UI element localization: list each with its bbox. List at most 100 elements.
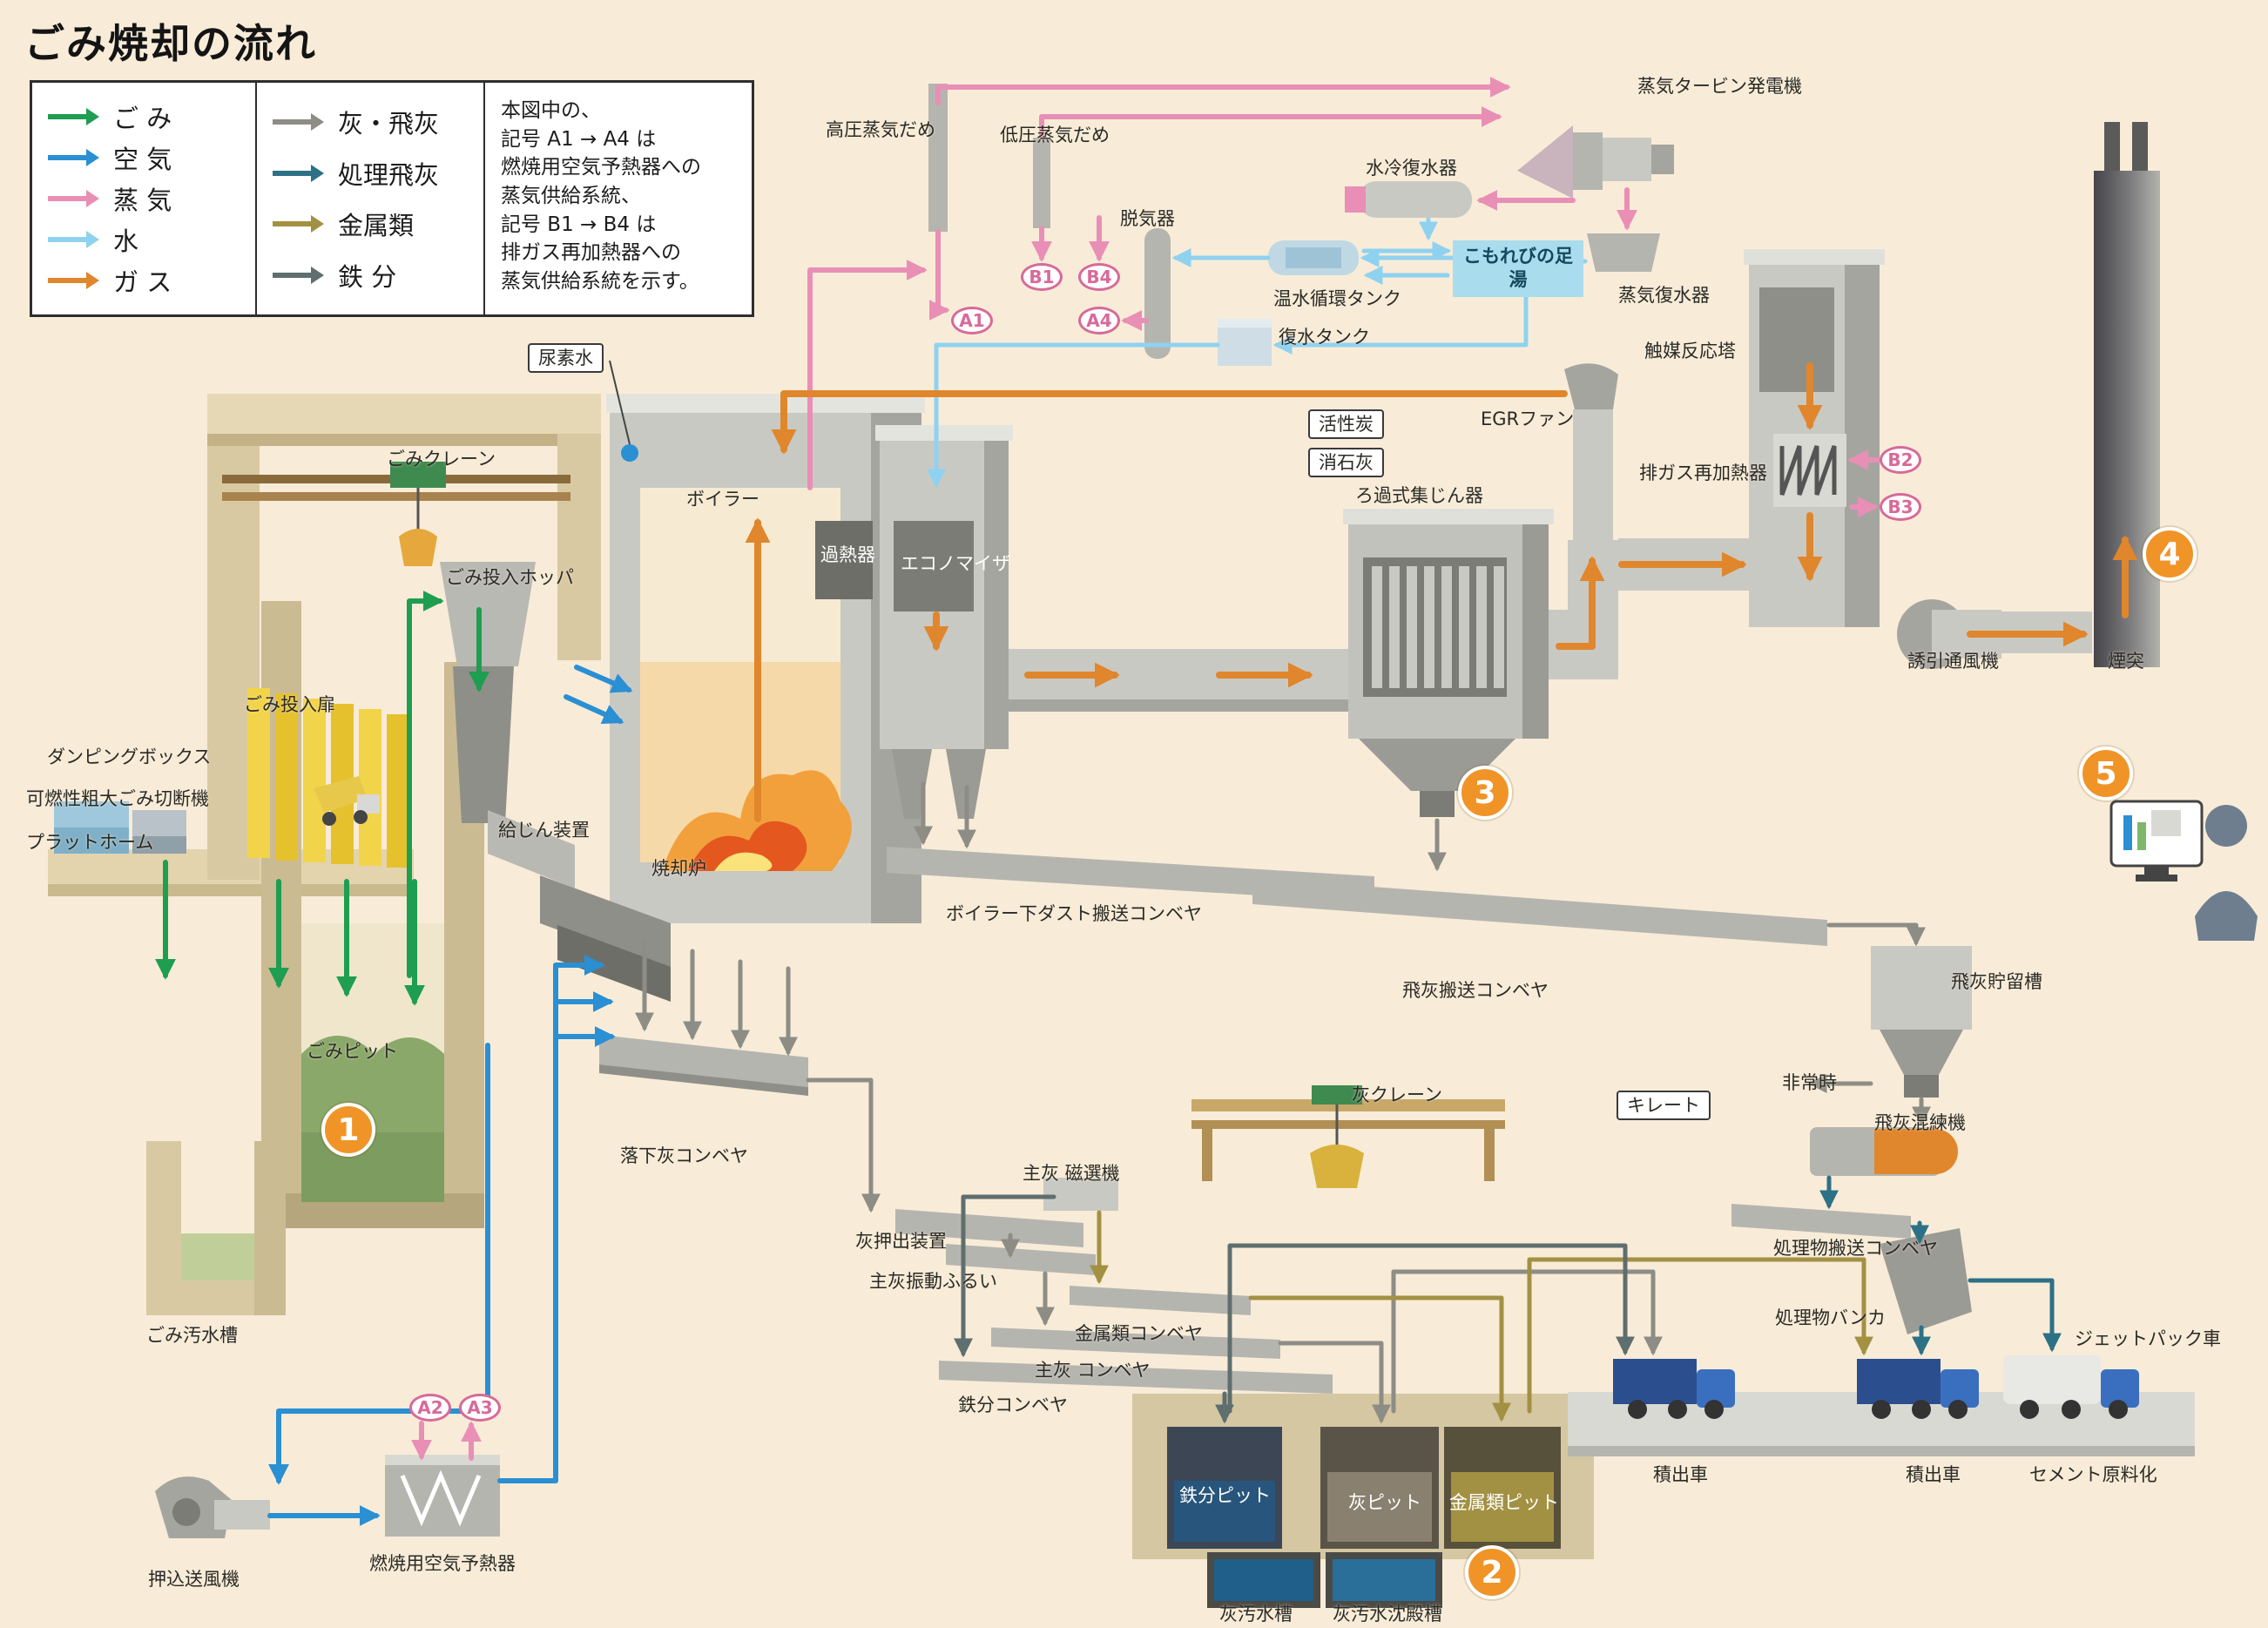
equipment-label-57: こもれびの足湯 (1453, 240, 1583, 297)
equipment-label-16: ごみ投入ホッパ (446, 567, 574, 588)
equipment-label-53: 尿素水 (528, 343, 604, 374)
legend-item-label: 灰・飛灰 (338, 109, 440, 139)
drop-ash-conveyor (599, 1035, 808, 1087)
flow-arrow-icon (48, 230, 99, 248)
dump-truck (314, 776, 380, 826)
equipment-label-43: 積出車 (1653, 1464, 1708, 1485)
equipment-label-23: 誘引通風機 (1907, 651, 1999, 672)
equipment-label-49: 押込送風機 (148, 1569, 240, 1590)
legend-col-2: 灰・飛灰処理飛灰金属類鉄 分 (257, 83, 485, 314)
magnetic-separator (1043, 1178, 1118, 1211)
steam-marker-A1: A1 (951, 307, 993, 334)
equipment-label-46: 鉄分ピット (1179, 1485, 1271, 1506)
equipment-label-54: 活性炭 (1308, 409, 1384, 440)
operator-person (2205, 805, 2247, 847)
chimney (2094, 122, 2160, 667)
water-cooled-condenser (1345, 181, 1472, 218)
equipment-label-30: 非常時 (1782, 1072, 1837, 1093)
legend-item-label: ご み (113, 104, 172, 134)
equipment-label-28: ごみピット (307, 1041, 398, 1062)
legend-note-line: 本図中の、 (501, 99, 601, 122)
metal-conveyor (1070, 1286, 1251, 1315)
equipment-label-51: 灰汚水槽 (1219, 1604, 1293, 1625)
equipment-label-19: 可燃性粗大ごみ切断機 (26, 788, 209, 809)
legend-item-label: 処理飛灰 (338, 159, 440, 190)
steam-marker-A3: A3 (459, 1394, 501, 1422)
steam-marker-B1: B1 (1021, 263, 1063, 291)
equipment-label-29: 落下灰コンベヤ (620, 1145, 748, 1166)
legend-col-1: ご み空 気蒸 気水ガ ス (32, 83, 257, 314)
equipment-label-37: 処理物バンカ (1775, 1307, 1887, 1328)
gas-reheater (1773, 434, 1846, 507)
equipment-label-15: エコノマイザ (901, 553, 1010, 574)
legend-item: 灰・飛灰 (273, 104, 468, 140)
flue-path (1009, 122, 2160, 817)
flow-lines (155, 77, 2138, 1526)
legend-item: 水 (48, 221, 240, 258)
step-badge-2: 2 (1465, 1545, 1519, 1599)
control-station (2109, 800, 2258, 941)
equipment-label-56: キレート (1617, 1091, 1711, 1121)
equipment-label-11: ろ過式集じん器 (1355, 485, 1483, 506)
equipment-label-5: 温水循環タンク (1273, 288, 1401, 309)
equipment-label-32: 灰クレーン (1352, 1084, 1442, 1105)
legend-note-line: 記号 B1 → B4 は (501, 213, 657, 236)
bottom-equipment (155, 800, 2258, 1608)
main-ash-conveyor (991, 1327, 1280, 1359)
equipment-label-33: 主灰 磁選機 (1023, 1163, 1120, 1184)
equipment-label-39: 金属類コンベヤ (1075, 1323, 1203, 1344)
treated-material-conveyor (1731, 1204, 1911, 1239)
equipment-label-42: 鉄分コンベヤ (958, 1395, 1068, 1415)
legend-item: 蒸 気 (48, 180, 240, 217)
equipment-label-38: ごみ汚水槽 (146, 1325, 238, 1346)
steam-condenser (1587, 233, 1660, 272)
steam-marker-A2: A2 (409, 1394, 451, 1422)
equipment-label-55: 消石灰 (1308, 448, 1384, 478)
equipment-label-0: 蒸気タービン発電機 (1637, 76, 1802, 97)
equipment-label-8: 触媒反応塔 (1644, 341, 1736, 361)
equipment-label-50: 燃焼用空気予熱器 (369, 1553, 516, 1574)
equipment-label-40: ジェットパック車 (2075, 1328, 2221, 1349)
legend-item-label: 蒸 気 (113, 185, 172, 215)
equipment-label-44: 積出車 (1906, 1464, 1961, 1485)
legend-item-label: 鉄 分 (338, 261, 397, 292)
legend-note-line: 燃焼用空気予熱器への (501, 156, 701, 179)
steam-system (928, 84, 1674, 409)
steam-marker-B4: B4 (1078, 263, 1120, 291)
input-hopper (440, 562, 536, 823)
equipment-label-12: ごみクレーン (387, 449, 496, 469)
page-title: ごみ焼却の流れ (24, 20, 317, 67)
equipment-label-31: 飛灰混練機 (1874, 1112, 1966, 1133)
forced-draft-fan (155, 1476, 270, 1538)
legend-item: ご み (48, 98, 240, 135)
step-badge-1: 1 (321, 1103, 375, 1157)
flow-arrow-icon (48, 271, 99, 289)
air-preheater (385, 1455, 500, 1537)
steam-marker-B2: B2 (1880, 446, 1921, 474)
equipment-label-18: ダンピングボックス (47, 746, 212, 767)
fly-ash-kneader (1810, 1127, 1958, 1176)
equipment-label-26: 飛灰搬送コンベヤ (1402, 980, 1549, 1001)
equipment-label-10: 排ガス再加熱器 (1639, 463, 1767, 483)
catalyst-tower (1744, 249, 1885, 627)
flow-arrow-icon (273, 164, 324, 182)
equipment-label-25: ボイラー下ダスト搬送コンベヤ (946, 903, 1202, 924)
equipment-label-47: 灰ピット (1348, 1492, 1421, 1513)
equipment-label-27: 飛灰貯留槽 (1951, 971, 2042, 992)
dumping-box (54, 801, 129, 854)
flow-arrow-icon (273, 215, 324, 233)
equipment-label-1: 高圧蒸気だめ (826, 119, 935, 140)
flow-arrow-icon (48, 189, 99, 207)
legend-item-label: 金属類 (338, 211, 415, 241)
iron-conveyor (939, 1361, 1333, 1394)
equipment-label-52: 灰汚水沈殿槽 (1333, 1604, 1442, 1625)
legend-item: ガ ス (48, 262, 240, 299)
ash-crane (1191, 1085, 1505, 1188)
step-badge-5: 5 (2079, 746, 2133, 800)
fly-ash-silo (1871, 946, 1972, 1098)
loading-truck-2 (1857, 1359, 1979, 1419)
hot-water-tank (1268, 240, 1359, 275)
flow-arrow-icon (273, 113, 324, 132)
